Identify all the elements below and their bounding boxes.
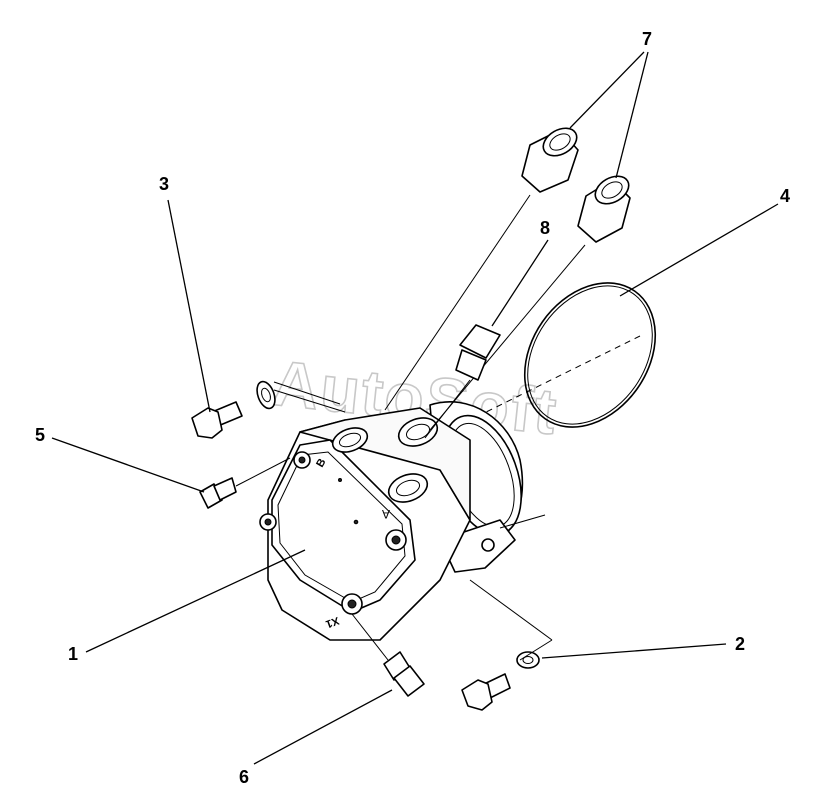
body-mark-a: A (382, 507, 390, 521)
nut-part-7b (429, 175, 631, 431)
callout-1: 1 (68, 644, 78, 664)
callout-5: 5 (35, 425, 45, 445)
leader-8 (491, 239, 549, 327)
adapter-part-8 (424, 324, 501, 439)
leader-7b (615, 51, 649, 179)
callout-8: 8 (540, 218, 550, 238)
leader-1 (85, 549, 306, 653)
pump-body-part-1: B A X1 (259, 400, 546, 641)
nut-part-7a (384, 127, 579, 411)
callout-7: 7 (642, 29, 652, 49)
callout-2: 2 (735, 634, 745, 654)
leader-2 (541, 643, 727, 659)
callout-3: 3 (159, 174, 169, 194)
fitting-part-6 (351, 613, 425, 697)
bolt-part-2 (461, 579, 553, 711)
fitting-part-5 (199, 457, 291, 509)
callout-4: 4 (780, 186, 790, 206)
leader-4 (619, 203, 779, 297)
bolt-part-3 (191, 380, 346, 439)
leader-5 (51, 437, 205, 493)
body-mark-x1: X1 (324, 614, 341, 630)
o-ring-part-4 (469, 282, 657, 428)
leader-3 (167, 199, 211, 413)
leader-7a (569, 51, 645, 129)
callout-6: 6 (239, 767, 249, 787)
leader-6 (253, 689, 393, 765)
